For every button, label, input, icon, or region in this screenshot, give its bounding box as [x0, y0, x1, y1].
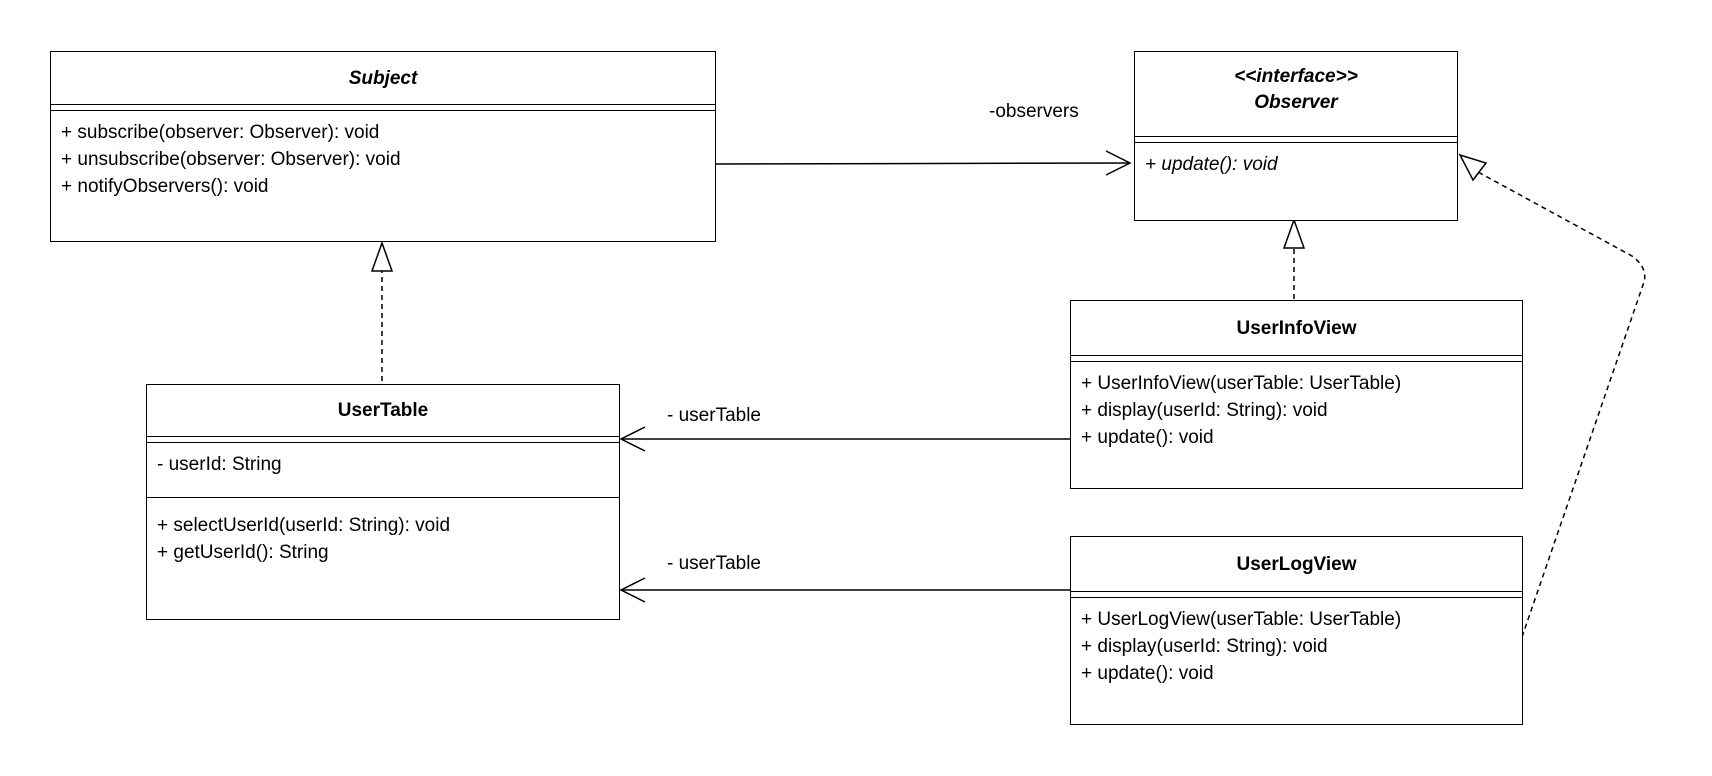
arrowhead-open-log	[619, 577, 646, 603]
triangle-head-observer	[1282, 217, 1306, 249]
method: + unsubscribe(observer: Observer): void	[61, 149, 401, 170]
class-usertable[interactable]: UserTable - userId: String + selectUserI…	[146, 384, 620, 620]
method: + update(): void	[1081, 427, 1214, 448]
method: + display(userId: String): void	[1081, 636, 1328, 657]
class-observer-header: <<interface>> Observer	[1135, 52, 1457, 143]
method: + selectUserId(userId: String): void	[157, 515, 451, 536]
class-subject[interactable]: Subject + subscribe(observer: Observer):…	[50, 51, 716, 242]
class-usertable-name: UserTable	[337, 400, 429, 421]
label-observers: -observers	[989, 101, 1079, 122]
method: + UserInfoView(userTable: UserTable)	[1081, 373, 1402, 394]
method: + update(): void	[1145, 154, 1278, 175]
class-usertable-methods: + selectUserId(userId: String): void + g…	[147, 498, 619, 566]
class-userinfoview-methods: + UserInfoView(userTable: UserTable) + d…	[1071, 356, 1522, 451]
method: + notifyObservers(): void	[61, 176, 269, 197]
class-observer-methods: + update(): void	[1135, 137, 1457, 178]
class-subject-methods: + subscribe(observer: Observer): void + …	[51, 105, 715, 200]
class-observer-stereotype: <<interface>>	[1234, 66, 1358, 87]
arrowhead-open-info	[619, 426, 646, 452]
class-userinfoview[interactable]: UserInfoView + UserInfoView(userTable: U…	[1070, 300, 1523, 489]
class-usertable-attributes: - userId: String	[147, 437, 619, 498]
method: + update(): void	[1081, 663, 1214, 684]
label-log-usertable: - userTable	[667, 553, 761, 574]
class-usertable-header: UserTable	[147, 385, 619, 443]
triangle-head-observer-right	[1458, 153, 1488, 182]
class-userlogview[interactable]: UserLogView + UserLogView(userTable: Use…	[1070, 536, 1523, 725]
arrowhead-open-observers	[1105, 150, 1132, 176]
method: + getUserId(): String	[157, 542, 329, 563]
method: + display(userId: String): void	[1081, 400, 1328, 421]
method: + UserLogView(userTable: UserTable)	[1081, 609, 1402, 630]
class-userlogview-header: UserLogView	[1071, 537, 1522, 598]
triangle-head-subject	[370, 240, 394, 272]
realization-userlogview-observer	[1477, 171, 1646, 638]
label-info-usertable: - userTable	[667, 405, 761, 426]
class-observer-name: Observer	[1254, 92, 1338, 113]
method: + subscribe(observer: Observer): void	[61, 122, 380, 143]
class-userlogview-methods: + UserLogView(userTable: UserTable) + di…	[1071, 592, 1522, 687]
class-observer[interactable]: <<interface>> Observer + update(): void	[1134, 51, 1458, 221]
class-subject-name: Subject	[348, 68, 418, 89]
class-subject-header: Subject	[51, 52, 715, 111]
class-userinfoview-header: UserInfoView	[1071, 301, 1522, 362]
class-userinfoview-name: UserInfoView	[1236, 318, 1357, 339]
class-userlogview-name: UserLogView	[1236, 554, 1357, 575]
association-subject-observer	[715, 162, 1131, 165]
attribute: - userId: String	[157, 454, 282, 475]
